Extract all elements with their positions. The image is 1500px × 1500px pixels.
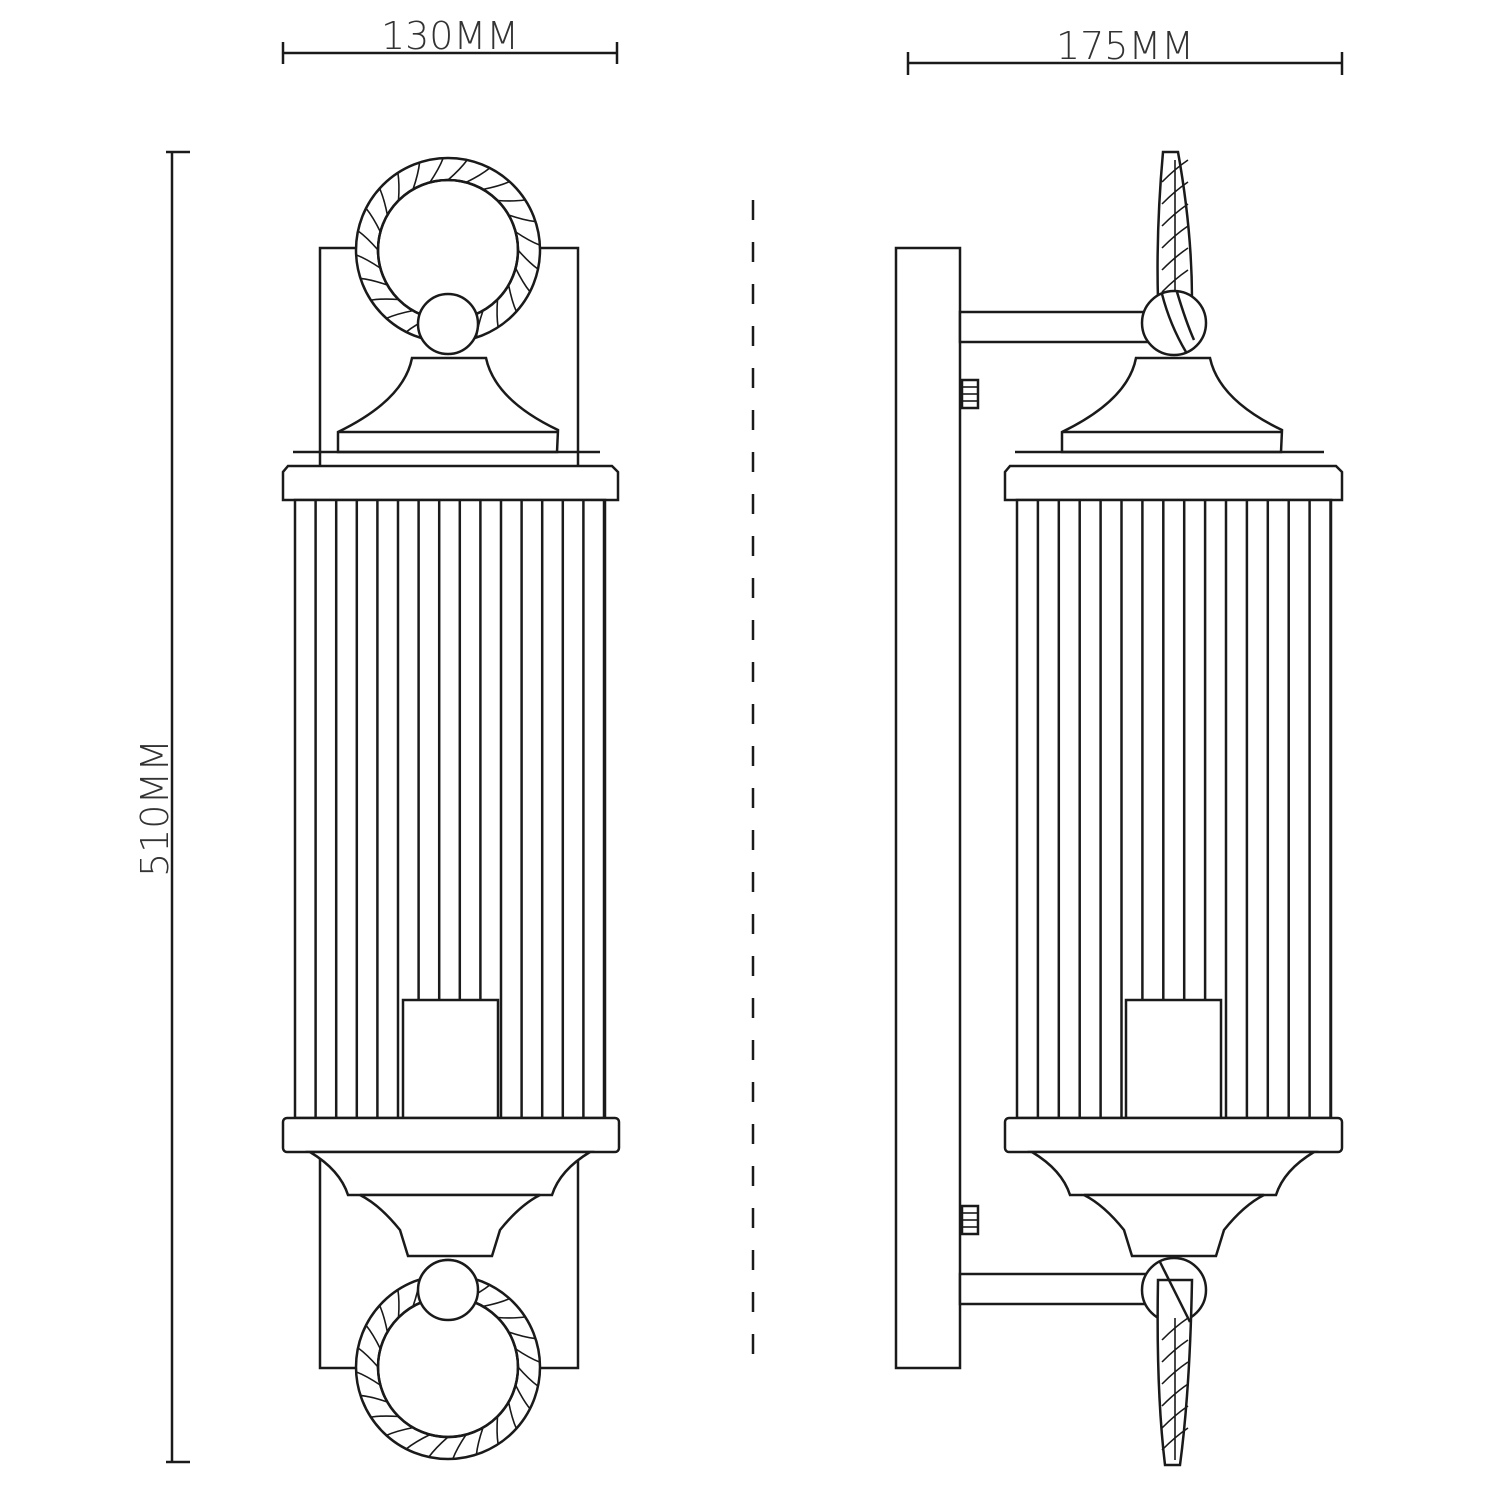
front-bulb-socket (401, 998, 500, 1120)
ring-twist-stroke (397, 172, 400, 201)
ring-twist-stroke (356, 254, 381, 269)
side-top-cap (1060, 356, 1284, 454)
ring-twist-stroke (507, 284, 518, 312)
dimension-height: 510MM (133, 150, 190, 1464)
ring-twist-stroke (515, 1348, 540, 1363)
ring-twist-stroke (386, 309, 414, 320)
ring-twist-stroke (378, 1305, 389, 1333)
front-bottom-cap (305, 1150, 595, 1197)
ring-twist-stroke (447, 159, 468, 181)
ring-twist-stroke (514, 267, 531, 293)
ring-twist-stroke (397, 1289, 400, 1318)
ring-twist-stroke (514, 1384, 531, 1410)
front-width-label: 130MM (381, 14, 519, 58)
ring-twist-stroke (496, 299, 499, 328)
ring-twist-stroke (515, 231, 540, 246)
height-label: 510MM (133, 739, 177, 877)
ring-twist-stroke (517, 249, 539, 270)
side-bottom-arm (958, 1272, 1152, 1306)
ring-twist-stroke (497, 1316, 526, 1319)
ring-twist-stroke (507, 1401, 518, 1429)
ring-twist-stroke (517, 1366, 539, 1387)
ring-twist-stroke (360, 1394, 388, 1403)
ring-twist-stroke (475, 1427, 484, 1455)
ring-twist-stroke (370, 1415, 399, 1418)
ring-twist-stroke (429, 158, 444, 183)
side-bottom-twisted-rod (1156, 1278, 1194, 1467)
ring-twist-stroke (365, 207, 382, 233)
side-bottom-cap (1027, 1150, 1319, 1197)
ring-twist-stroke (370, 298, 399, 301)
front-bottom-ring (354, 1273, 542, 1461)
front-view (281, 156, 621, 1461)
side-top-knuckle (1140, 289, 1208, 357)
dimension-side-depth: 175MM (906, 24, 1344, 75)
ring-twist-stroke (365, 1324, 382, 1350)
ring-twist-stroke (357, 1347, 379, 1368)
ring-twist-stroke (412, 162, 421, 190)
ring-twist-stroke (508, 1331, 536, 1340)
side-bulb-socket (1124, 998, 1223, 1120)
front-top-finial-ball (416, 292, 480, 356)
side-top-twisted-rod (1156, 150, 1194, 302)
side-wall-plate (894, 246, 962, 1370)
ring-twist-stroke (378, 188, 389, 216)
ring-twist-stroke (482, 180, 510, 191)
ring-twist-stroke (386, 1426, 414, 1437)
ring-twist-stroke (356, 1371, 381, 1386)
side-top-arm (958, 310, 1152, 344)
ring-twist-stroke (405, 1433, 431, 1450)
ring-twist-stroke (496, 1416, 499, 1445)
ring-twist-stroke (465, 167, 491, 184)
ring-twist-stroke (428, 1436, 449, 1458)
side-depth-label: 175MM (1056, 24, 1194, 68)
ring-twist-stroke (497, 199, 526, 202)
ring-twist-stroke (357, 230, 379, 251)
dimension-front-width: 130MM (281, 14, 619, 64)
ring-twist-stroke (482, 1297, 510, 1308)
ring-twist-stroke (452, 1434, 467, 1459)
side-view (894, 150, 1344, 1467)
ring-twist-stroke (508, 214, 536, 223)
ring-twist-stroke (360, 277, 388, 286)
